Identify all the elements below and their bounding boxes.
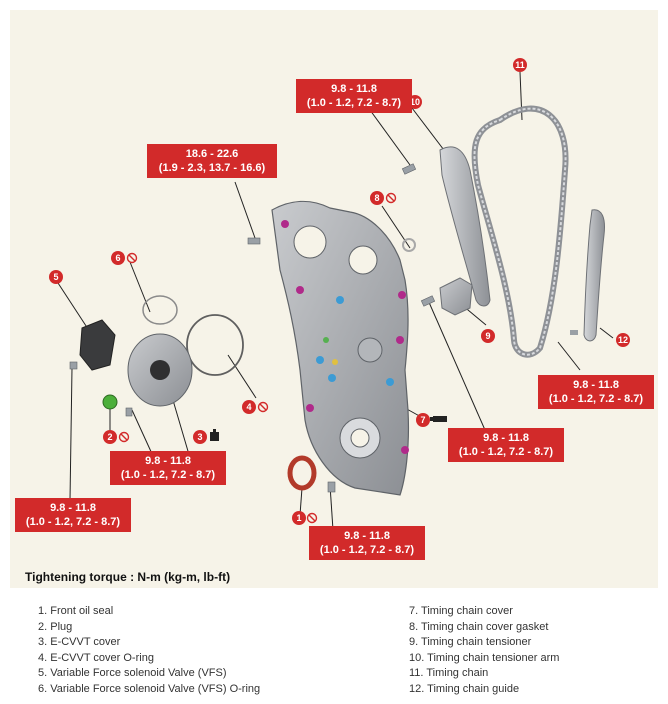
torque-value: 9.8 - 11.8 bbox=[483, 432, 529, 444]
callout-numbers: 1 2 3 4 5 6 7 8 9 10 11 12 bbox=[53, 60, 628, 523]
torque-value-units: (1.0 - 1.2, 7.2 - 8.7) bbox=[548, 393, 644, 405]
callout-number-6: 6 bbox=[115, 253, 120, 263]
legend-item: 5. Variable Force solenoid Valve (VFS) bbox=[38, 667, 227, 680]
callout-number-7: 7 bbox=[420, 415, 425, 425]
legend-item: 8. Timing chain cover gasket bbox=[409, 620, 549, 633]
callout-number-5: 5 bbox=[53, 272, 58, 282]
e-cvvt-cover-center bbox=[150, 360, 170, 380]
torque-value: 9.8 - 11.8 bbox=[573, 379, 619, 391]
no-reuse-icon bbox=[385, 192, 397, 204]
torque-label-top-center: 9.8 - 11.8 (1.0 - 1.2, 7.2 - 8.7) bbox=[296, 79, 412, 113]
no-reuse-icon bbox=[257, 401, 269, 413]
no-reuse-icon bbox=[118, 431, 130, 443]
callout-number-2: 2 bbox=[107, 432, 112, 442]
callout-number-3: 3 bbox=[197, 432, 202, 442]
sealant-icon bbox=[430, 416, 447, 422]
cover-hole-upper-left bbox=[293, 225, 327, 259]
torque-label-right: 9.8 - 11.8 (1.0 - 1.2, 7.2 - 8.7) bbox=[538, 375, 654, 409]
exploded-diagram: 1 2 3 4 5 6 7 8 9 10 11 12 9.8 - 1 bbox=[10, 10, 658, 588]
torque-value-units: (1.0 - 1.2, 7.2 - 8.7) bbox=[458, 446, 554, 458]
timing-chain-cover bbox=[271, 200, 410, 496]
cover-hole-bottom-inner bbox=[350, 428, 370, 448]
callout-number-9: 9 bbox=[485, 331, 490, 341]
torque-caption: Tightening torque : N-m (kg-m, lb-ft) bbox=[25, 570, 231, 584]
sealant-icon bbox=[210, 429, 219, 441]
cover-hole-upper-right bbox=[348, 245, 378, 275]
legend-item: 12. Timing chain guide bbox=[409, 682, 520, 695]
callout-markers bbox=[49, 58, 630, 525]
legend-item: 11. Timing chain bbox=[409, 667, 489, 680]
torque-value: 9.8 - 11.8 bbox=[344, 530, 390, 542]
no-reuse-icon bbox=[306, 512, 318, 524]
torque-label-bottom-center: 9.8 - 11.8 (1.0 - 1.2, 7.2 - 8.7) bbox=[309, 526, 425, 560]
sealant-icons bbox=[210, 416, 447, 441]
torque-value-units: (1.0 - 1.2, 7.2 - 8.7) bbox=[120, 469, 216, 481]
vfs-solenoid bbox=[79, 319, 116, 371]
callout-number-11: 11 bbox=[515, 60, 525, 70]
plug bbox=[102, 394, 118, 410]
legend-item: 1. Front oil seal bbox=[38, 605, 114, 617]
parts-legend-left: 1. Front oil seal 2. Plug 3. E-CVVT cove… bbox=[38, 604, 260, 698]
torque-label-center-left: 9.8 - 11.8 (1.0 - 1.2, 7.2 - 8.7) bbox=[110, 451, 226, 485]
gasket-ring bbox=[402, 238, 416, 252]
e-cvvt-cover-o-ring bbox=[186, 314, 244, 376]
timing-chain bbox=[471, 105, 569, 358]
legend-item: 2. Plug bbox=[38, 620, 73, 633]
legend-item: 6. Variable Force solenoid Valve (VFS) O… bbox=[38, 682, 261, 695]
callout-number-10: 10 bbox=[410, 97, 420, 107]
legend-item: 7. Timing chain cover bbox=[409, 605, 513, 617]
cover-bolt-points bbox=[281, 220, 409, 454]
torque-value-units: (1.0 - 1.2, 7.2 - 8.7) bbox=[319, 544, 415, 556]
chain-guide bbox=[583, 209, 605, 342]
callout-number-8: 8 bbox=[374, 193, 379, 203]
torque-label-center-right: 9.8 - 11.8 (1.0 - 1.2, 7.2 - 8.7) bbox=[448, 428, 564, 462]
guide-bolt bbox=[570, 330, 578, 335]
no-reuse-icon bbox=[126, 252, 138, 264]
front-oil-seal bbox=[287, 455, 317, 491]
torque-value: 9.8 - 11.8 bbox=[145, 455, 191, 467]
callout-number-1: 1 bbox=[296, 513, 301, 523]
torque-value: 9.8 - 11.8 bbox=[331, 83, 377, 95]
parts-legend-right: 7. Timing chain cover 8. Timing chain co… bbox=[409, 604, 559, 698]
diagram-art: 1 2 3 4 5 6 7 8 9 10 11 12 bbox=[49, 58, 630, 531]
bolts bbox=[69, 163, 436, 493]
vfs-o-ring bbox=[142, 295, 178, 325]
callout-number-12: 12 bbox=[618, 335, 628, 345]
legend-item: 10. Timing chain tensioner arm bbox=[409, 651, 560, 664]
legend-item: 3. E-CVVT cover bbox=[38, 636, 121, 649]
cover-boss bbox=[357, 337, 383, 363]
torque-value-units: (1.0 - 1.2, 7.2 - 8.7) bbox=[306, 97, 402, 109]
torque-value-units: (1.0 - 1.2, 7.2 - 8.7) bbox=[25, 516, 121, 528]
torque-label-lower-left: 9.8 - 11.8 (1.0 - 1.2, 7.2 - 8.7) bbox=[15, 498, 131, 532]
torque-value: 9.8 - 11.8 bbox=[50, 502, 96, 514]
tensioner-arm bbox=[439, 146, 491, 307]
torque-label-upper-left: 18.6 - 22.6 (1.9 - 2.3, 13.7 - 16.6) bbox=[147, 144, 277, 178]
no-reuse-icons bbox=[118, 192, 397, 524]
torque-value: 18.6 - 22.6 bbox=[185, 148, 239, 160]
callout-number-4: 4 bbox=[246, 402, 251, 412]
timing-chain-links bbox=[473, 107, 567, 356]
chain-tensioner bbox=[439, 277, 473, 316]
legend-item: 9. Timing chain tensioner bbox=[409, 636, 532, 649]
torque-value-units: (1.9 - 2.3, 13.7 - 16.6) bbox=[158, 162, 266, 174]
legend-item: 4. E-CVVT cover O-ring bbox=[38, 651, 154, 664]
